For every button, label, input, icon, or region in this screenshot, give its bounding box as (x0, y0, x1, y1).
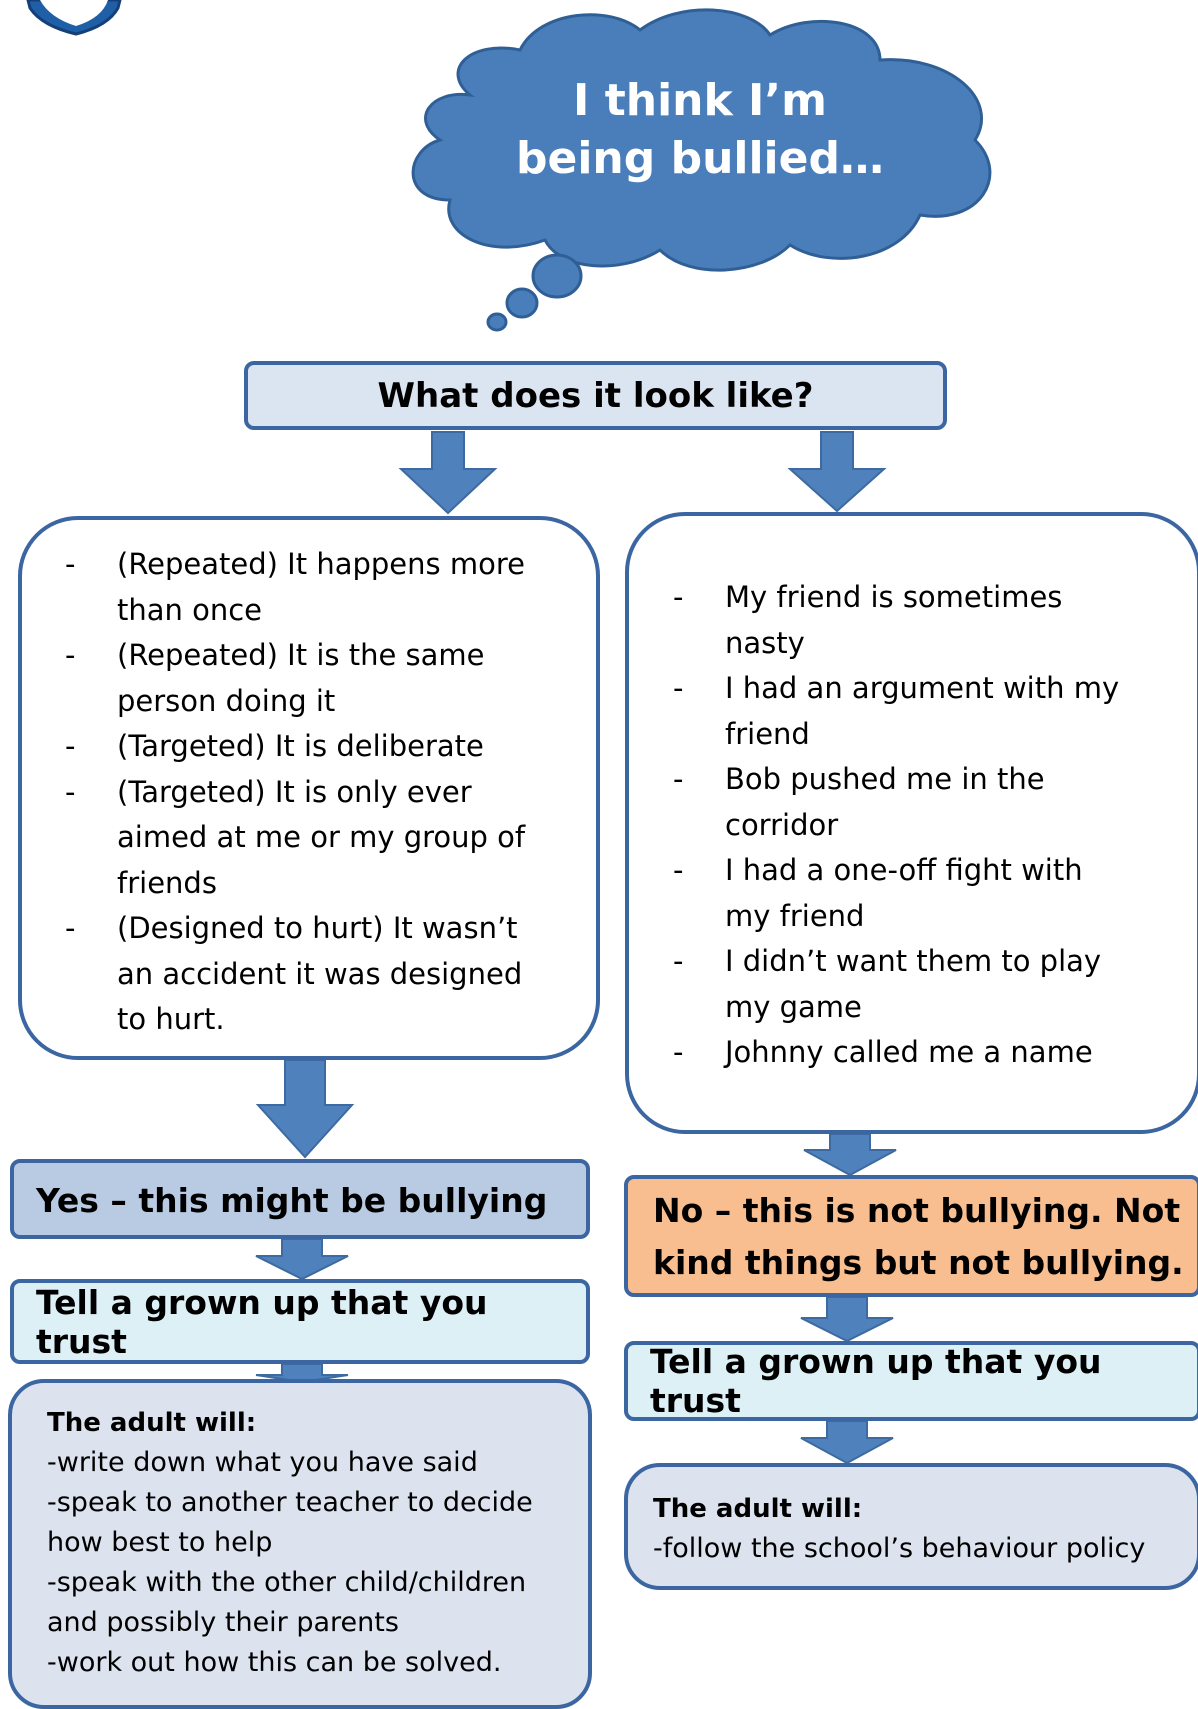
bullying-signs-box: (Repeated) It happens more than once (Re… (18, 516, 600, 1060)
yes-result-label: Yes – this might be bullying (36, 1181, 548, 1220)
arrow-down-icon (255, 1363, 349, 1384)
tell-adult-label: Tell a grown up that you trust (650, 1342, 1102, 1420)
list-item: (Designed to hurt) It wasn’t an accident… (65, 906, 587, 1043)
yes-result-box: Yes – this might be bullying (10, 1159, 590, 1239)
arrow-down-icon (255, 1059, 355, 1159)
thought-bubble-medium (505, 287, 539, 319)
question-label: What does it look like? (377, 375, 814, 416)
cloud-line-1: I think I’m (573, 75, 827, 126)
adult-action-line: -speak to another teacher to decide (47, 1487, 533, 1518)
no-result-line-1: No – this is not bullying. Not (653, 1191, 1181, 1230)
list-item: (Targeted) It is only ever aimed at me o… (65, 770, 587, 907)
cloud-title: I think I’m being bullied… (470, 72, 930, 202)
arrow-down-icon (800, 1296, 894, 1343)
list-item: I had an argument with my friend (673, 666, 1185, 757)
adult-action-line: -follow the school’s behaviour policy (653, 1533, 1146, 1564)
adult-actions-heading: The adult will: (653, 1494, 863, 1524)
list-item: (Targeted) It is deliberate (65, 724, 587, 770)
list-item: Bob pushed me in the corridor (673, 757, 1185, 848)
not-bullying-examples-box: My friend is sometimes nasty I had an ar… (625, 512, 1198, 1134)
thought-bubble-small (486, 312, 508, 332)
adult-action-line: -speak with the other child/children (47, 1567, 527, 1598)
adult-action-line: how best to help (47, 1527, 273, 1558)
adult-action-line: -work out how this can be solved. (47, 1647, 502, 1678)
adult-actions-box-right: The adult will: -follow the school’s beh… (624, 1463, 1198, 1590)
no-result-box: No – this is not bullying. Not kind thin… (624, 1175, 1198, 1297)
adult-actions-box-left: The adult will: -write down what you hav… (8, 1379, 592, 1709)
arrow-down-icon (803, 1133, 897, 1177)
list-item: I had a one-off fight with my friend (673, 848, 1185, 939)
not-bullying-examples-list: My friend is sometimes nasty I had an ar… (673, 575, 1185, 1076)
list-item: I didn’t want them to play my game (673, 939, 1185, 1030)
tell-adult-label: Tell a grown up that you trust (36, 1282, 488, 1361)
cloud-line-2: being bullied… (516, 133, 884, 184)
list-item: Johnny called me a name (673, 1030, 1185, 1076)
list-item: My friend is sometimes nasty (673, 575, 1185, 666)
arrow-down-icon (800, 1420, 894, 1465)
adult-actions-heading: The adult will: (47, 1408, 257, 1438)
adult-action-line: and possibly their parents (47, 1607, 399, 1638)
thought-cloud (411, 8, 992, 332)
cloud-shape (411, 8, 992, 272)
arrow-down-icon (398, 431, 498, 515)
adult-action-line: -write down what you have said (47, 1447, 478, 1478)
question-box: What does it look like? (244, 361, 947, 430)
shield-icon (26, 0, 122, 36)
tell-adult-box-right: Tell a grown up that you trust (624, 1341, 1198, 1421)
arrow-down-icon (255, 1238, 349, 1281)
list-item: (Repeated) It is the same person doing i… (65, 633, 587, 724)
arrow-down-icon (787, 431, 887, 513)
no-result-line-2: kind things but not bullying. (653, 1243, 1184, 1282)
bullying-signs-list: (Repeated) It happens more than once (Re… (65, 542, 587, 1043)
tell-adult-box-left: Tell a grown up that you trust (10, 1279, 590, 1364)
thought-bubble-large (531, 253, 583, 299)
list-item: (Repeated) It happens more than once (65, 542, 587, 633)
